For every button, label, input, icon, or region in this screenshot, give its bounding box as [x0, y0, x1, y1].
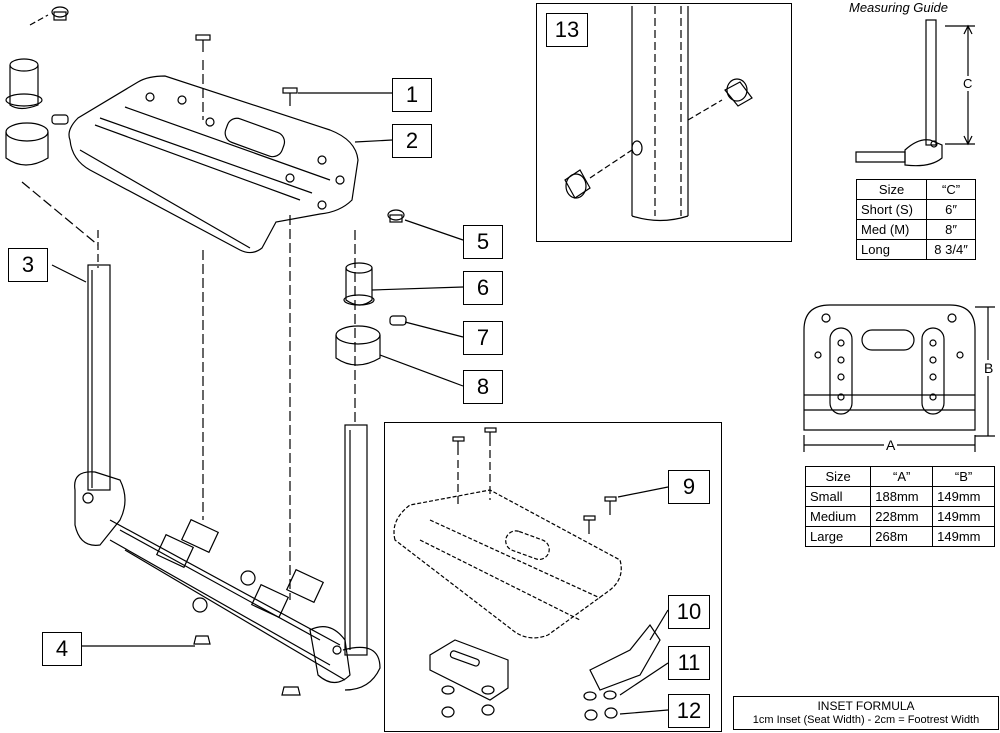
col-c: “C” [926, 179, 976, 200]
table-cell: 149mm [932, 506, 995, 527]
callout-9: 9 [668, 470, 710, 504]
table-cell: Med (M) [855, 219, 928, 240]
inset-formula-text: 1cm Inset (Seat Width) - 2cm = Footrest … [752, 714, 980, 726]
callout-5: 5 [463, 225, 503, 259]
table-cell: 268m [870, 526, 934, 547]
inset-formula-title: INSET FORMULA [817, 699, 915, 713]
dim-c-label: C [963, 76, 973, 91]
col-b: “B” [932, 466, 995, 487]
table-cell: 188mm [870, 486, 934, 507]
callout-1: 1 [392, 78, 432, 112]
table-cell: 8 3/4″ [926, 239, 976, 260]
table-cell: Large [804, 526, 872, 547]
table-cell: Medium [804, 506, 872, 527]
callout-12: 12 [668, 694, 710, 728]
callout-13: 13 [546, 13, 588, 47]
callout-7: 7 [463, 321, 503, 355]
detail-13-box [536, 3, 792, 242]
table-cell: 228mm [870, 506, 934, 527]
callout-3: 3 [8, 248, 48, 282]
table-cell: 149mm [932, 486, 995, 507]
callout-6: 6 [463, 271, 503, 305]
table-cell: Short (S) [855, 199, 928, 220]
table-cell: Small [804, 486, 872, 507]
table-cell: 149mm [932, 526, 995, 547]
dim-a-label: A [884, 437, 898, 453]
table-cell: 8″ [926, 219, 976, 240]
col-a: “A” [870, 466, 934, 487]
dim-b-label: B [984, 360, 994, 376]
col-size: Size [804, 466, 872, 487]
table-cell: 6″ [926, 199, 976, 220]
footplate-detail-box [384, 422, 722, 732]
inset-formula-box: INSET FORMULA 1cm Inset (Seat Width) - 2… [733, 696, 999, 730]
callout-10: 10 [668, 595, 710, 629]
measuring-guide-title: Measuring Guide [849, 0, 948, 15]
callout-11: 11 [668, 646, 710, 680]
callout-4: 4 [42, 632, 82, 666]
callout-2: 2 [392, 124, 432, 158]
table-cell: Long [855, 239, 928, 260]
callout-8: 8 [463, 370, 503, 404]
col-size: Size [855, 179, 928, 200]
